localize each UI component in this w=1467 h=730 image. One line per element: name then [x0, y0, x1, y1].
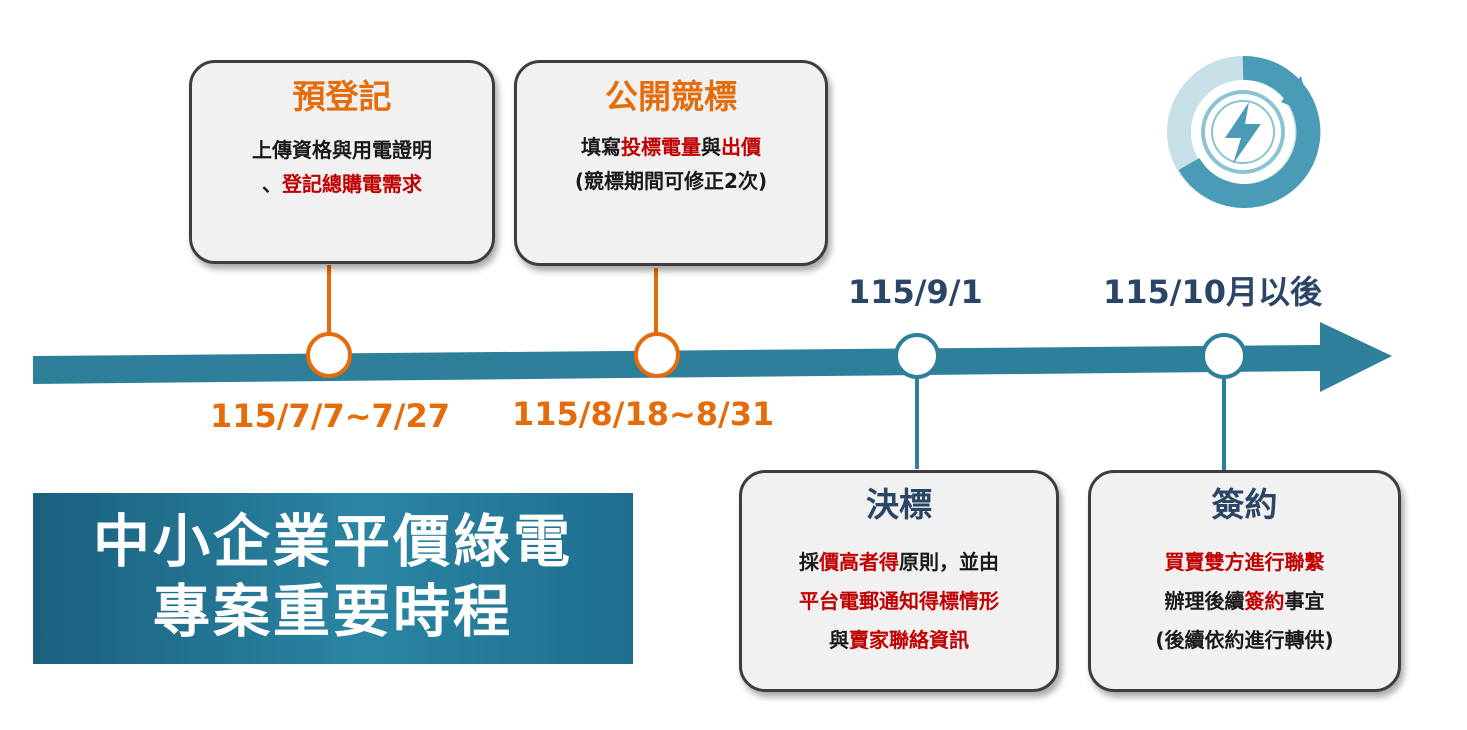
- milestone-body-line: (競標期間可修正2次): [517, 164, 825, 198]
- project-title-line-1: 中小企業平價綠電: [93, 509, 573, 575]
- milestone-date-3: 115/9/1: [848, 273, 983, 311]
- highlight-text: 價高者得: [819, 550, 899, 574]
- milestone-body-line: (後續依約進行轉供): [1091, 621, 1398, 660]
- milestone-body-line: 上傳資格與用電證明: [192, 133, 492, 167]
- body-text: (後續依約進行轉供): [1155, 628, 1334, 652]
- timeline-node-4: [1201, 333, 1247, 379]
- timeline-node-3: [894, 333, 940, 379]
- milestone-body-3: 採價高者得原則，並由平台電郵通知得標情形與賣家聯絡資訊: [742, 543, 1056, 660]
- milestone-body-1: 上傳資格與用電證明、登記總購電需求: [192, 133, 492, 201]
- highlight-text: 平台電郵通知得標情形: [799, 589, 999, 613]
- body-text: (競標期間可修正2次): [574, 169, 768, 193]
- milestone-card-1: 預登記 上傳資格與用電證明、登記總購電需求: [189, 60, 495, 264]
- body-text: 上傳資格與用電證明: [252, 138, 432, 162]
- project-title-banner: 中小企業平價綠電 專案重要時程: [33, 493, 633, 664]
- connector-line-1: [327, 265, 331, 335]
- milestone-title-2: 公開競標: [605, 77, 737, 116]
- body-text: 與: [829, 628, 849, 652]
- milestone-card-2: 公開競標 填寫投標電量與出價 (競標期間可修正2次): [514, 60, 828, 266]
- body-text: 事宜: [1284, 589, 1325, 613]
- milestone-body-line: 採價高者得原則，並由: [742, 543, 1056, 582]
- highlight-text: 賣家聯絡資訊: [849, 628, 969, 652]
- milestone-body-line: 平台電郵通知得標情形: [742, 582, 1056, 621]
- highlight-text: 簽約: [1244, 589, 1285, 613]
- timeline-node-1: [306, 332, 352, 378]
- milestone-body-line: 辦理後續簽約事宜: [1091, 582, 1398, 621]
- milestone-body-line: 與賣家聯絡資訊: [742, 621, 1056, 660]
- highlight-text: 投標電量: [621, 135, 701, 159]
- body-text: 填寫: [581, 135, 621, 159]
- milestone-date-4: 115/10月以後: [1103, 273, 1323, 311]
- body-text: 與: [701, 135, 721, 159]
- milestone-title-4: 簽約: [1211, 485, 1278, 524]
- timeline-node-2: [634, 332, 680, 378]
- connector-line-2: [654, 268, 658, 334]
- milestone-title-3: 決標: [866, 485, 932, 524]
- highlight-text: 買賣雙方進行聯繫: [1164, 550, 1325, 574]
- connector-line-3: [915, 378, 919, 469]
- connector-line-4: [1222, 378, 1226, 470]
- milestone-body-4: 買賣雙方進行聯繫辦理後續簽約事宜(後續依約進行轉供): [1091, 543, 1398, 660]
- milestone-date-2: 115/8/18~8/31: [512, 395, 775, 433]
- body-text: 採: [799, 550, 819, 574]
- body-text: 辦理後續: [1164, 589, 1245, 613]
- body-text: 、: [262, 172, 282, 196]
- milestone-body-line: 、登記總購電需求: [192, 167, 492, 201]
- milestone-body-line: 填寫投標電量與出價: [517, 130, 825, 164]
- milestone-title-1: 預登記: [292, 77, 392, 116]
- project-title-line-2: 專案重要時程: [153, 579, 513, 645]
- renewable-energy-lightning-icon: [1167, 55, 1321, 208]
- milestone-body-2: 填寫投標電量與出價 (競標期間可修正2次): [517, 130, 825, 198]
- milestone-card-3: 決標 採價高者得原則，並由平台電郵通知得標情形與賣家聯絡資訊: [739, 470, 1059, 692]
- milestone-card-4: 簽約 買賣雙方進行聯繫辦理後續簽約事宜(後續依約進行轉供): [1088, 470, 1401, 692]
- body-text: 原則，並由: [899, 550, 999, 574]
- milestone-date-1: 115/7/7~7/27: [210, 397, 450, 435]
- highlight-text: 出價: [721, 135, 761, 159]
- milestone-body-line: 買賣雙方進行聯繫: [1091, 543, 1398, 582]
- highlight-text: 登記總購電需求: [282, 172, 422, 196]
